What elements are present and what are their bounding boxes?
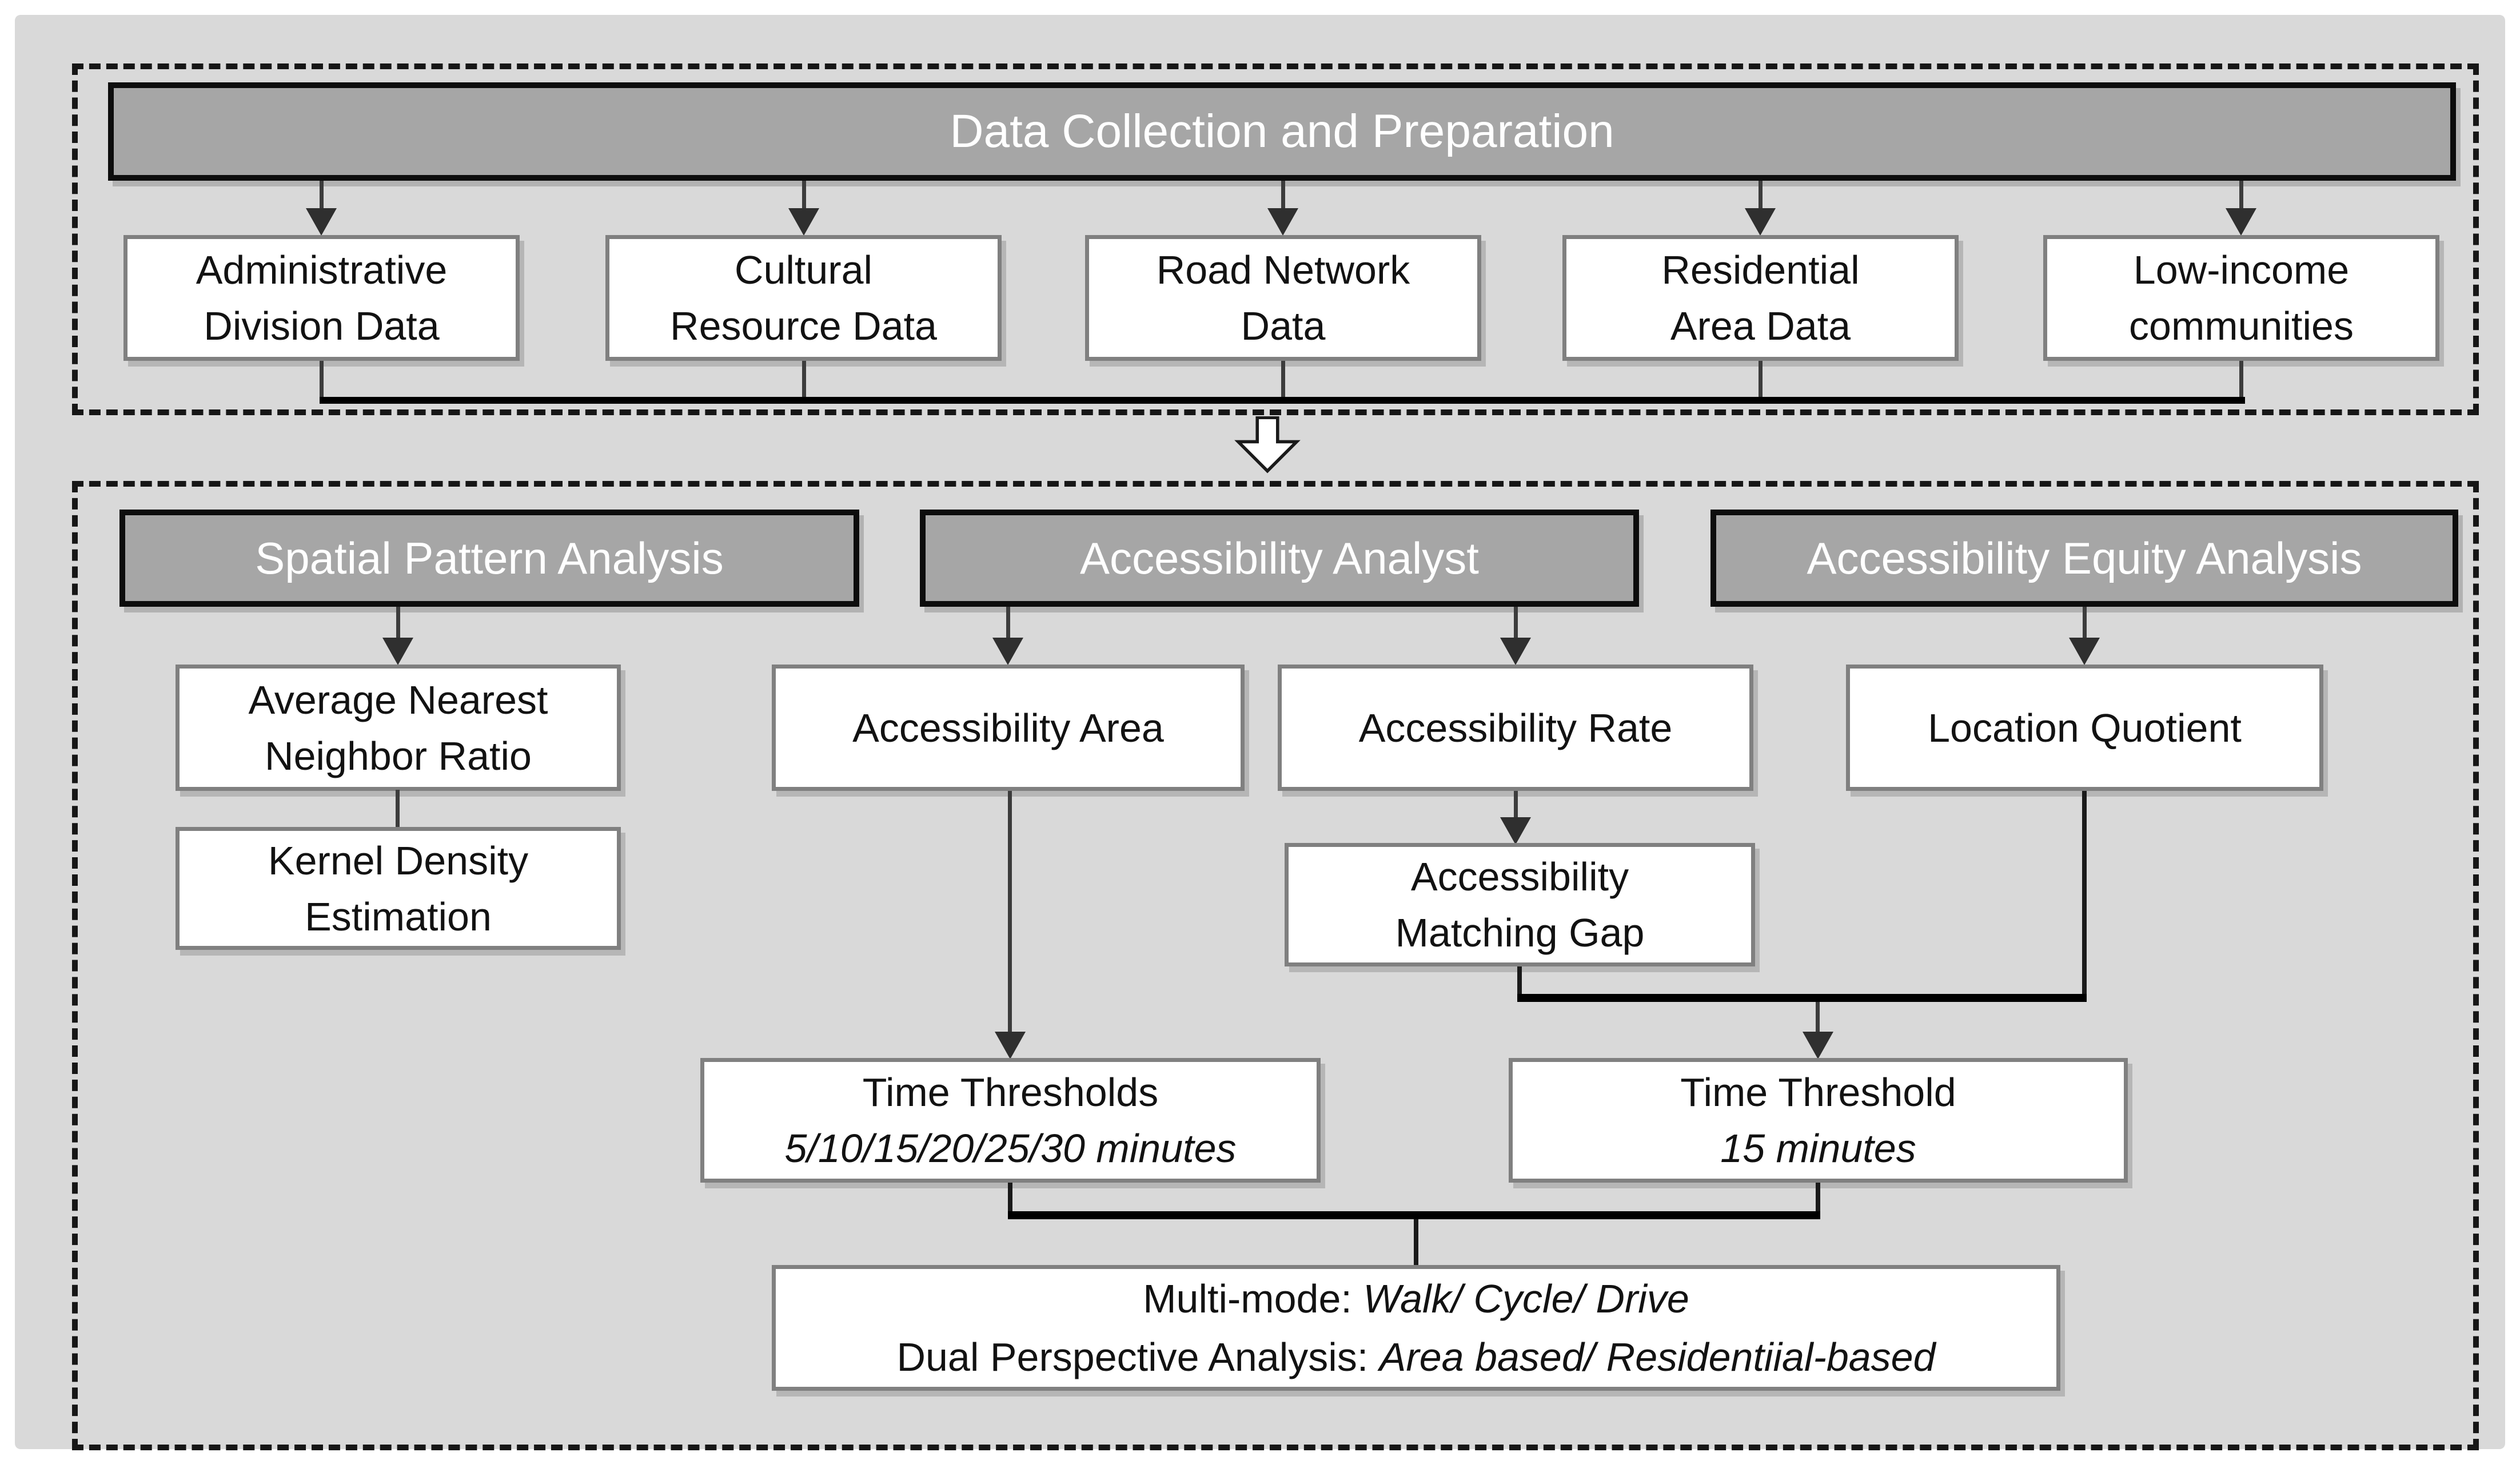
connector-line	[1514, 607, 1518, 639]
connector-line	[1759, 361, 1763, 399]
box-label: Residential Area Data	[1661, 248, 1860, 348]
arrowhead-down-icon	[1267, 208, 1298, 236]
box-time-threshold-15: Time Threshold 15 minutes	[1509, 1058, 2128, 1183]
connector-line	[1759, 181, 1763, 210]
box-administrative-division-data: Administrative Division Data	[123, 235, 520, 361]
box-average-nearest-neighbor-ratio: Average Nearest Neighbor Ratio	[176, 665, 621, 791]
header-label: Spatial Pattern Analysis	[255, 532, 724, 583]
arrowhead-down-icon	[1500, 817, 1531, 845]
collector-line	[320, 397, 2245, 404]
connector-line	[2239, 181, 2243, 210]
box-label: Accessibility Area	[852, 705, 1164, 750]
connector-line	[1281, 181, 1285, 210]
box-label: Location Quotient	[1928, 705, 2242, 750]
connector-line	[802, 361, 806, 399]
data-collection-header-label: Data Collection and Preparation	[950, 105, 1614, 157]
analysis-section	[72, 481, 2479, 1450]
box-road-network-data: Road Network Data	[1085, 235, 1481, 361]
accessibility-equity-analysis-header: Accessibility Equity Analysis	[1710, 510, 2458, 607]
box-title: Time Threshold	[1680, 1070, 1956, 1115]
multi-mode-label: Multi-mode:	[1143, 1276, 1363, 1321]
box-low-income-communities: Low-income communities	[2043, 235, 2439, 361]
data-collection-section	[72, 63, 2479, 415]
diagram-panel: Data Collection and Preparation Administ…	[15, 15, 2505, 1450]
box-label: Average Nearest Neighbor Ratio	[248, 677, 548, 778]
arrowhead-down-icon	[1803, 1032, 1833, 1059]
flow-down-arrow-icon	[1234, 416, 1301, 474]
box-kernel-density-estimation: Kernel Density Estimation	[176, 827, 621, 950]
box-residential-area-data: Residential Area Data	[1562, 235, 1959, 361]
connector-line	[1008, 1183, 1012, 1219]
box-accessibility-rate: Accessibility Rate	[1278, 665, 1753, 791]
arrowhead-down-icon	[1500, 638, 1531, 665]
connector-line	[396, 790, 400, 828]
box-location-quotient: Location Quotient	[1846, 665, 2323, 791]
box-accessibility-matching-gap: Accessibility Matching Gap	[1285, 843, 1755, 966]
arrowhead-down-icon	[2069, 638, 2100, 665]
connector-line	[320, 181, 324, 210]
merge-line	[1517, 994, 2087, 1002]
arrowhead-down-icon	[1745, 208, 1776, 236]
connector-line	[2083, 607, 2087, 639]
connector-line	[320, 361, 324, 399]
accessibility-analyst-header: Accessibility Analyst	[920, 510, 1639, 607]
box-subtitle: 5/10/15/20/25/30 minutes	[784, 1126, 1237, 1171]
dual-perspective-line: Dual Perspective Analysis: Area based/ R…	[896, 1328, 1935, 1386]
box-cultural-resource-data: Cultural Resource Data	[605, 235, 1002, 361]
header-label: Accessibility Equity Analysis	[1807, 532, 2362, 583]
box-multi-mode-dual-perspective: Multi-mode: Walk/ Cycle/ Drive Dual Pers…	[772, 1265, 2060, 1391]
connector-line	[1816, 1002, 1820, 1034]
data-collection-header: Data Collection and Preparation	[108, 82, 2456, 181]
arrowhead-down-icon	[306, 208, 337, 236]
merge-line	[1008, 1211, 1820, 1219]
connector-line	[1517, 966, 1522, 1000]
connector-line	[802, 181, 806, 210]
connector-line	[2239, 361, 2243, 399]
box-subtitle: 15 minutes	[1720, 1126, 1916, 1171]
box-label: Administrative Division Data	[196, 248, 448, 348]
box-label: Accessibility Rate	[1358, 705, 1673, 750]
arrowhead-down-icon	[2226, 208, 2256, 236]
arrowhead-down-icon	[382, 638, 413, 665]
connector-line	[396, 607, 400, 639]
box-label: Accessibility Matching Gap	[1395, 854, 1645, 955]
arrowhead-down-icon	[992, 638, 1023, 665]
dual-perspective-label: Dual Perspective Analysis:	[896, 1335, 1379, 1379]
multi-mode-value: Walk/ Cycle/ Drive	[1363, 1276, 1689, 1321]
connector-line	[2082, 791, 2087, 1000]
box-title: Time Thresholds	[862, 1070, 1159, 1115]
connector-line	[1816, 1183, 1820, 1219]
box-label: Kernel Density Estimation	[268, 838, 529, 939]
box-time-thresholds: Time Thresholds 5/10/15/20/25/30 minutes	[700, 1058, 1321, 1183]
arrowhead-down-icon	[995, 1032, 1026, 1059]
dual-perspective-value: Area based/ Residentiial-based	[1379, 1335, 1936, 1379]
box-label: Low-income communities	[2129, 248, 2354, 348]
spatial-pattern-analysis-header: Spatial Pattern Analysis	[119, 510, 859, 607]
connector-line	[1006, 607, 1010, 639]
box-label: Road Network Data	[1156, 248, 1410, 348]
connector-line	[1281, 361, 1285, 399]
arrowhead-down-icon	[788, 208, 819, 236]
header-label: Accessibility Analyst	[1080, 532, 1479, 583]
connector-line	[1008, 791, 1012, 1035]
connector-line	[1414, 1219, 1418, 1265]
connector-line	[1514, 791, 1518, 819]
multi-mode-line: Multi-mode: Walk/ Cycle/ Drive	[1143, 1270, 1689, 1328]
box-label: Cultural Resource Data	[670, 248, 937, 348]
box-accessibility-area: Accessibility Area	[772, 665, 1245, 791]
